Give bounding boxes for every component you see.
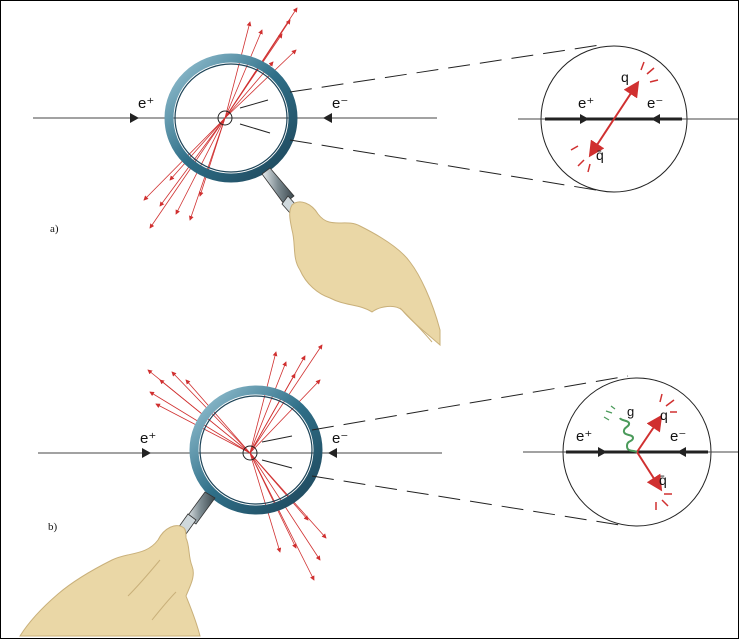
beam-arrow-left-a	[323, 113, 332, 123]
gluon-line	[619, 417, 638, 453]
beam-arrow-right-a	[130, 113, 139, 123]
beam-arrow-right-b	[142, 448, 151, 458]
panel-b: e⁺ e⁻	[19, 344, 738, 637]
inset-a: q q̄ e⁺ e⁻	[518, 45, 738, 193]
inset-antiquark-label-b: q̄	[659, 472, 667, 488]
beam-label-right-a: e⁻	[332, 95, 348, 112]
beam-arrow-left-b	[328, 448, 337, 458]
magnifier-b	[177, 385, 323, 535]
projection-line-top-a	[289, 44, 601, 93]
inset-quark-label-b: q	[660, 407, 668, 423]
inset-beam-right-a: e⁻	[647, 95, 663, 112]
inset-beam-right-b: e⁻	[670, 428, 686, 445]
panel-label-a: a)	[50, 223, 59, 235]
particle-tracks-b	[147, 344, 327, 581]
hand-b	[19, 525, 201, 637]
projection-line-top-b	[311, 375, 629, 431]
magnifier-a	[164, 53, 305, 223]
inset-antiquark-label-a: q̄	[596, 147, 604, 163]
hand-a	[289, 201, 441, 347]
inset-b: g q q̄ e⁺ e⁻	[523, 377, 738, 527]
inset-beam-left-b: e⁺	[576, 428, 592, 445]
inset-beam-left-a: e⁺	[578, 95, 594, 112]
inset-quark-label-a: q	[621, 69, 629, 85]
projection-line-bottom-a	[289, 139, 597, 191]
beam-label-left-b: e⁺	[140, 430, 156, 447]
beam-label-right-b: e⁻	[332, 430, 348, 447]
projection-line-bottom-b	[311, 475, 627, 527]
panel-a: e⁺ e⁻	[33, 7, 738, 347]
inset-gluon-label-b: g	[627, 404, 634, 419]
beam-label-left-a: e⁺	[138, 95, 154, 112]
panel-label-b: b)	[48, 521, 58, 533]
